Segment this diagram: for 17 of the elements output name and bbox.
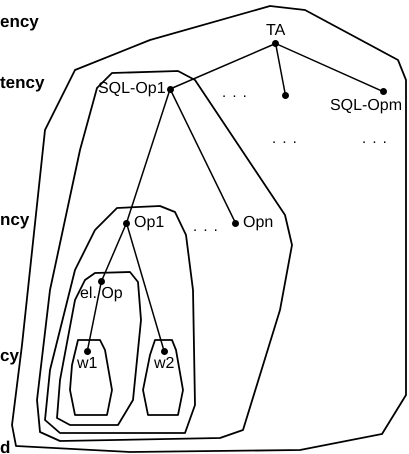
node-label: Opn [243,214,274,232]
node-label: TA [266,22,286,40]
ellipsis: . . . [222,84,248,101]
level-label: ency [0,12,39,32]
ellipsis: . . . [272,130,298,147]
level-label: d [0,438,10,454]
node-label: w1 [77,355,98,373]
node-label: el. Op [80,285,123,303]
node-label: SQL-Opm [330,97,402,115]
level-label: ncy [0,210,30,230]
node-label: SQL-Op1 [98,80,166,98]
level-label: tency [0,73,44,93]
level-label: cy [0,346,19,366]
node-label: Op1 [134,214,164,232]
ellipsis: . . . [362,130,388,147]
node-label: w2 [154,355,174,373]
ellipsis: . . . [193,218,219,235]
